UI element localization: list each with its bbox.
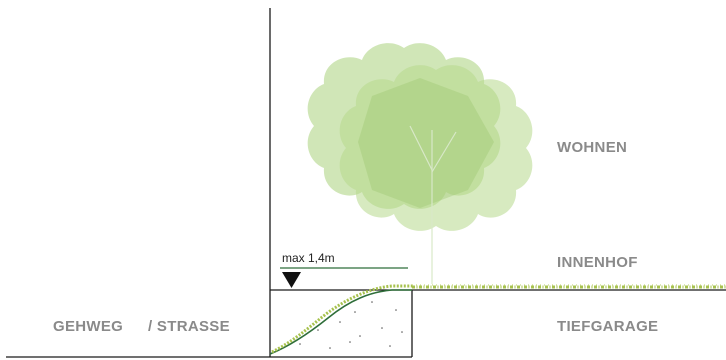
- wohnen-label: WOHNEN: [557, 139, 627, 156]
- soil-dots: [299, 301, 403, 349]
- soil-mound: [269, 284, 412, 355]
- triangle-down-icon: [282, 272, 301, 288]
- gehweg-label: GEHWEG: [53, 318, 123, 335]
- tree-icon: [307, 43, 533, 284]
- courtyard-grass: [412, 284, 726, 289]
- section-lines: [6, 8, 726, 358]
- strasse-label: / STRASSE: [148, 318, 230, 335]
- innenhof-label: INNENHOF: [557, 254, 638, 271]
- max-height-label: max 1,4m: [282, 251, 335, 265]
- tiefgarage-label: TIEFGARAGE: [557, 318, 658, 335]
